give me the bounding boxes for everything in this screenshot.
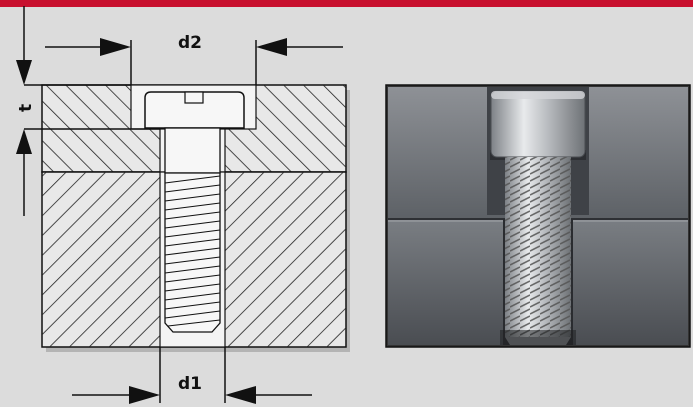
photo-bolt-thread [505,157,571,345]
top-color-band [0,0,693,7]
dimension-t [16,6,160,216]
label-t: t [16,104,36,112]
screw-head [144,91,245,129]
label-d1: d1 [178,374,202,394]
screw-thread [164,172,221,333]
label-d2: d2 [178,33,202,53]
cross-section-drawing: d2 d1 t [16,6,350,404]
screw-shank [164,127,221,174]
assembly-photo [385,84,691,348]
dimension-d2 [45,38,343,85]
screw-slot [184,91,204,104]
photo-bolt-head [490,90,586,158]
dimension-d1 [72,347,312,404]
